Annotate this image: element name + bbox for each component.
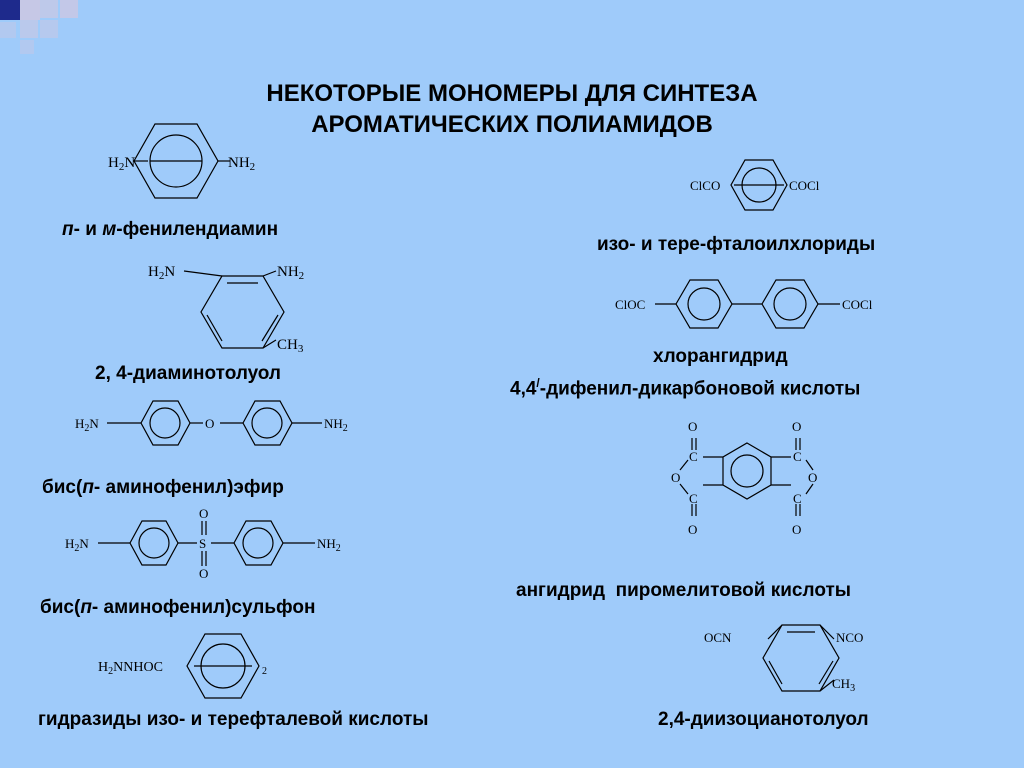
label-ch3: CH3 <box>277 337 304 355</box>
label-oxygen: O <box>688 522 697 537</box>
label-ch3: CH3 <box>832 676 855 694</box>
structure-pyromellitic-anhydride <box>679 438 814 516</box>
caption-part: -дифенил-дикарбоновой кислоты <box>539 378 861 400</box>
label-oxygen: O <box>792 419 801 434</box>
label-oxygen: O <box>688 419 697 434</box>
label-carbon: C <box>793 449 802 464</box>
caption-part: бис( <box>40 597 81 618</box>
label-oxygen: O <box>199 566 208 581</box>
structure-ether <box>107 400 322 446</box>
title-line-1: НЕКОТОРЫЕ МОНОМЕРЫ ДЛЯ СИНТЕЗА <box>266 80 758 107</box>
label-cocl: COCl <box>842 297 873 312</box>
caption-italic-p: п <box>82 477 94 498</box>
structure-phthaloyl-chloride <box>730 159 788 211</box>
label-carbon: C <box>689 491 698 506</box>
label-oxygen: O <box>671 470 680 485</box>
label-h2n: H2N <box>108 155 135 173</box>
logo-square-light <box>20 20 38 38</box>
logo-square-light <box>40 0 58 18</box>
caption-part: - аминофенил)сульфон <box>91 597 316 618</box>
label-nh2: NH2 <box>324 416 348 434</box>
label-oxygen: O <box>205 416 214 431</box>
caption-part: - аминофенил)эфир <box>93 477 284 498</box>
label-oxygen: O <box>808 470 817 485</box>
label-sulfur: S <box>199 536 206 551</box>
label-conhnh2: 2 <box>262 666 267 677</box>
decorative-squares-logo <box>0 0 78 54</box>
label-oxygen: O <box>199 506 208 521</box>
label-ocn: OCN <box>704 630 732 645</box>
caption-pyromellitic: ангидрид пиромелитовой кислоты <box>516 580 851 601</box>
caption-italic-p: п <box>80 597 92 618</box>
title-line-2: АРОМАТИЧЕСКИХ ПОЛИАМИДОВ <box>311 111 713 138</box>
label-h2n: H2N <box>65 536 89 554</box>
caption-prime: / <box>536 376 540 390</box>
label-nco: NCO <box>836 630 863 645</box>
structure-biphenyl <box>655 279 840 329</box>
logo-square-light <box>60 0 78 18</box>
caption-part: 4,4 <box>510 378 537 400</box>
label-clco: ClCO <box>690 178 720 193</box>
label-nh2: NH2 <box>277 264 304 282</box>
caption-diisocyanatotoluene: 2,4-диизоцианотолуол <box>658 709 869 730</box>
caption-sulfone: бис(п- аминофенил)сульфон <box>40 597 316 619</box>
label-h2n: H2N <box>75 416 99 434</box>
structure-diaminotoluene <box>183 270 285 349</box>
label-nh2: NH2 <box>317 536 341 554</box>
caption-phthaloyl-chlorides: изо- и тере-фталоилхлориды <box>597 234 876 255</box>
structure-phenylenediamine <box>133 123 230 199</box>
label-cocl: COCl <box>789 178 820 193</box>
label-carbon: C <box>689 449 698 464</box>
caption-ether: бис(п- аминофенил)эфир <box>42 477 284 499</box>
label-h2n: H2N <box>148 264 175 282</box>
label-cloc: ClOC <box>615 297 645 312</box>
label-nh2: NH2 <box>228 155 255 173</box>
logo-square-light <box>0 22 16 38</box>
caption-part: -фенилендиамин <box>116 219 279 240</box>
caption-phenylenediamine: п- и м-фенилендиамин <box>62 219 278 241</box>
label-oxygen: O <box>792 522 801 537</box>
structure-sulfone <box>98 520 315 566</box>
logo-square-light <box>40 20 58 38</box>
caption-part: - и <box>73 219 103 240</box>
caption-biphenyl-line-2: 4,4/-дифенил-дикарбоновой кислоты <box>510 376 860 400</box>
caption-hydrazides: гидразиды изо- и терефталевой кислоты <box>38 709 429 730</box>
label-h2nnhoc: H2NNHOC <box>98 660 163 677</box>
logo-square-dark <box>0 0 20 20</box>
caption-italic-m: м <box>102 219 117 240</box>
logo-square-light <box>20 0 40 20</box>
structure-diisocyanatotoluene <box>762 624 840 692</box>
structure-hydrazide <box>186 633 260 699</box>
page-title: НЕКОТОРЫЕ МОНОМЕРЫ ДЛЯ СИНТЕЗА АРОМАТИЧЕ… <box>0 78 1024 140</box>
caption-biphenyl-line-1: хлорангидрид <box>653 346 788 367</box>
caption-italic-p: п <box>62 219 74 240</box>
caption-part: бис( <box>42 477 83 498</box>
caption-diaminotoluene: 2, 4-диаминотолуол <box>95 363 281 384</box>
label-carbon: C <box>793 491 802 506</box>
logo-square-light <box>20 40 34 54</box>
